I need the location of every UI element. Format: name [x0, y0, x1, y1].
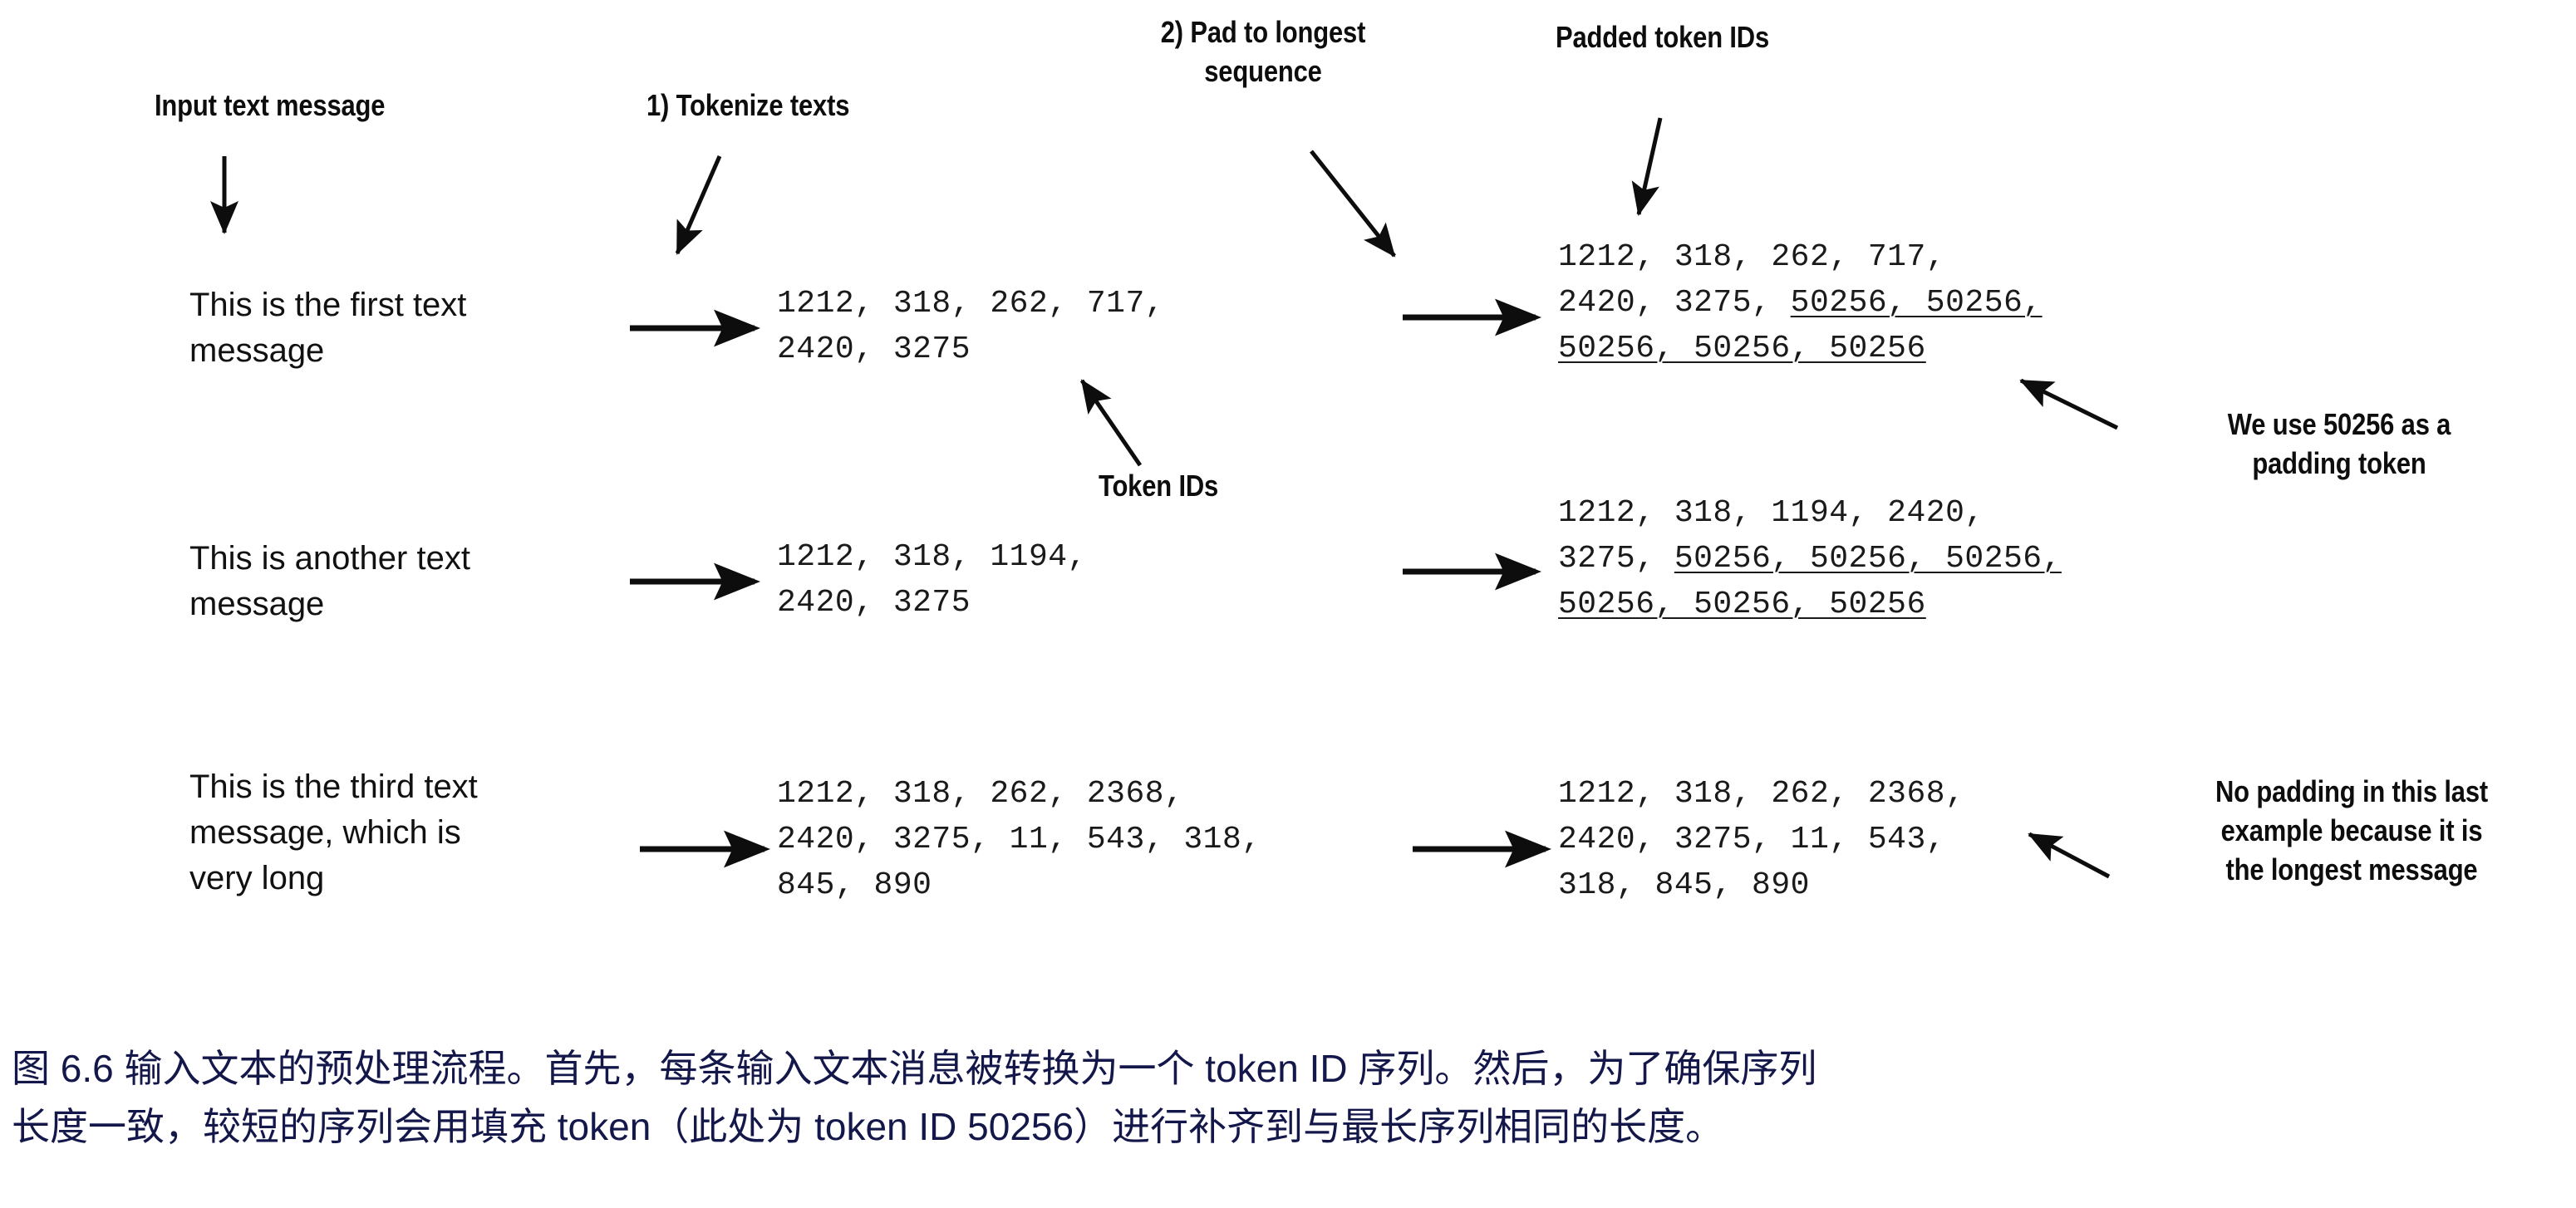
arrow-down-padded-token-ids: [1631, 117, 1663, 216]
arrow-up-left-token-ids: [1079, 379, 1143, 467]
padded-token-ids-row-3: 1212, 318, 262, 2368, 2420, 3275, 11, 54…: [1558, 776, 1965, 904]
caption-line-2: 长度一致，较短的序列会用填充 token（此处为 token ID 50256）…: [12, 1104, 1724, 1148]
padding-tokens-row-1: 50256, 50256, 50256, 50256, 50256: [1558, 285, 2043, 367]
arrow-down-right-pad: [1310, 150, 1396, 258]
token-ids-row-2: 1212, 318, 1194, 2420, 3275: [777, 539, 1087, 621]
label-padded-token-ids: Padded token IDs: [1556, 20, 1770, 54]
padding-tokens-row-2: 50256, 50256, 50256, 50256, 50256, 50256: [1558, 541, 2062, 623]
label-pad-to-longest-sequence: 2) Pad to longest sequence: [1160, 15, 1366, 88]
label-input-text-message: Input text message: [155, 88, 386, 122]
label-no-padding-longest-message: No padding in this last example because …: [2215, 774, 2489, 886]
input-message-row-3: This is the third text message, which is…: [189, 769, 478, 897]
caption-line-1: 图 6.6 输入文本的预处理流程。首先，每条输入文本消息被转换为一个 token…: [12, 1047, 1817, 1090]
label-tokenize-texts: 1) Tokenize texts: [646, 88, 850, 122]
token-ids-row-3: 1212, 318, 262, 2368, 2420, 3275, 11, 54…: [777, 776, 1261, 904]
padded-token-ids-row-1: 1212, 318, 262, 717, 2420, 3275, 50256, …: [1558, 234, 2256, 371]
token-ids-row-1: 1212, 318, 262, 717, 2420, 3275: [777, 286, 1165, 368]
padded-token-ids-row-2: 1212, 318, 1194, 2420, 3275, 50256, 5025…: [1558, 490, 2306, 627]
arrow-down-right-tokenize: [675, 155, 722, 255]
padded-prefix-row-2: 1212, 318, 1194, 2420, 3275,: [1558, 495, 1984, 577]
input-message-row-1: This is the first text message: [189, 287, 467, 370]
padded-prefix-row-1: 1212, 318, 262, 717, 2420, 3275,: [1558, 239, 1946, 322]
label-we-use-50256-as-padding-token: We use 50256 as a padding token: [2227, 407, 2451, 480]
label-token-ids: Token IDs: [1099, 469, 1219, 503]
figure-caption: 图 6.6 输入文本的预处理流程。首先，每条输入文本消息被转换为一个 token…: [12, 1040, 2563, 1156]
arrow-up-left-padding-note: [2019, 378, 2119, 430]
input-message-row-2: This is another text message: [189, 540, 470, 623]
